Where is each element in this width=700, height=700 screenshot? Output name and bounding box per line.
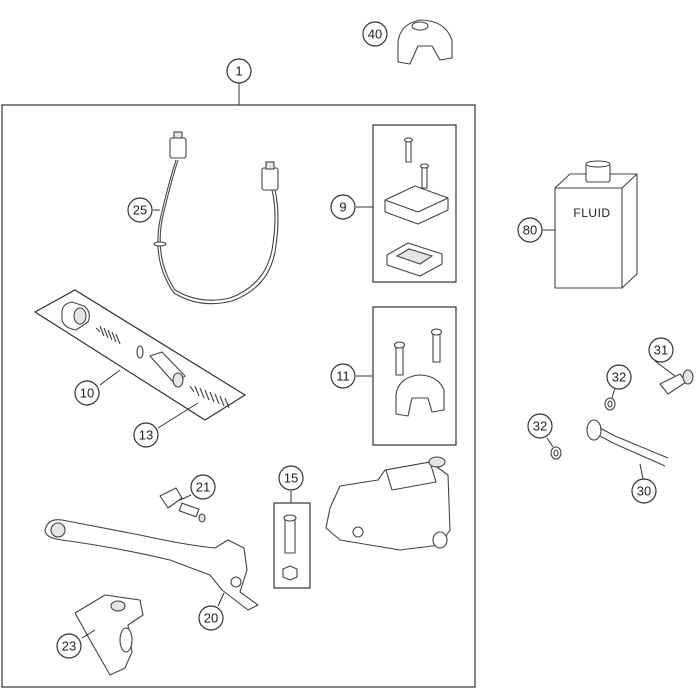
leader-23 bbox=[81, 629, 96, 639]
svg-text:31: 31 bbox=[654, 343, 668, 358]
adjuster-part-21 bbox=[159, 487, 206, 523]
svg-text:13: 13 bbox=[139, 428, 153, 443]
svg-text:15: 15 bbox=[284, 471, 298, 486]
leader-13 bbox=[157, 402, 199, 429]
svg-text:30: 30 bbox=[637, 484, 651, 499]
callout-11: 11 bbox=[330, 363, 356, 389]
callout-40: 40 bbox=[362, 21, 388, 47]
svg-text:40: 40 bbox=[368, 27, 382, 42]
callout-30: 30 bbox=[631, 478, 657, 504]
callout-13: 13 bbox=[133, 422, 159, 448]
svg-text:32: 32 bbox=[533, 419, 547, 434]
leader-32b bbox=[546, 437, 554, 448]
callout-32a: 32 bbox=[606, 364, 632, 390]
svg-text:1: 1 bbox=[235, 64, 242, 79]
clamp-part-40 bbox=[397, 19, 453, 65]
callout-1: 1 bbox=[226, 58, 252, 84]
callout-15: 15 bbox=[278, 465, 304, 491]
piston-kit-10 bbox=[61, 301, 230, 409]
callout-9: 9 bbox=[330, 194, 356, 220]
guard-part-23 bbox=[74, 594, 144, 676]
washer-part-32a bbox=[604, 397, 616, 411]
leader-31 bbox=[654, 360, 676, 377]
kit-frame-9 bbox=[372, 124, 457, 283]
callout-23: 23 bbox=[56, 633, 82, 659]
brake-hose-part-30 bbox=[586, 419, 669, 467]
svg-text:20: 20 bbox=[204, 611, 218, 626]
clamp-kit-11 bbox=[393, 328, 445, 417]
svg-text:21: 21 bbox=[196, 480, 210, 495]
svg-text:9: 9 bbox=[339, 200, 346, 215]
leader-30 bbox=[639, 463, 644, 480]
leader-20 bbox=[217, 592, 225, 607]
callout-20: 20 bbox=[198, 605, 224, 631]
callout-31: 31 bbox=[648, 337, 674, 363]
leader-10 bbox=[99, 369, 121, 386]
banjo-bolt-part-31 bbox=[659, 369, 694, 395]
svg-text:23: 23 bbox=[62, 639, 76, 654]
leader-21 bbox=[179, 494, 192, 501]
svg-text:10: 10 bbox=[80, 386, 94, 401]
kit-frame-15 bbox=[273, 502, 311, 589]
master-cylinder bbox=[325, 456, 451, 551]
brake-lever-part-20 bbox=[44, 519, 259, 611]
cable-part-25 bbox=[153, 131, 279, 305]
callout-10: 10 bbox=[74, 380, 100, 406]
callout-25: 25 bbox=[127, 197, 153, 223]
callout-80: 80 bbox=[517, 217, 543, 243]
fluid-bottle-part-80: FLUID bbox=[554, 160, 638, 289]
washer-part-32b bbox=[550, 446, 562, 460]
fluid-label: FLUID bbox=[573, 206, 610, 220]
reservoir-cover-kit-9 bbox=[384, 137, 449, 277]
callout-21: 21 bbox=[190, 474, 216, 500]
svg-text:25: 25 bbox=[133, 203, 147, 218]
callout-32b: 32 bbox=[527, 413, 553, 439]
svg-text:11: 11 bbox=[336, 369, 350, 384]
svg-text:32: 32 bbox=[612, 370, 626, 385]
pivot-kit-15 bbox=[282, 514, 298, 581]
svg-text:80: 80 bbox=[523, 223, 537, 238]
kit-frame-10 bbox=[33, 289, 247, 421]
